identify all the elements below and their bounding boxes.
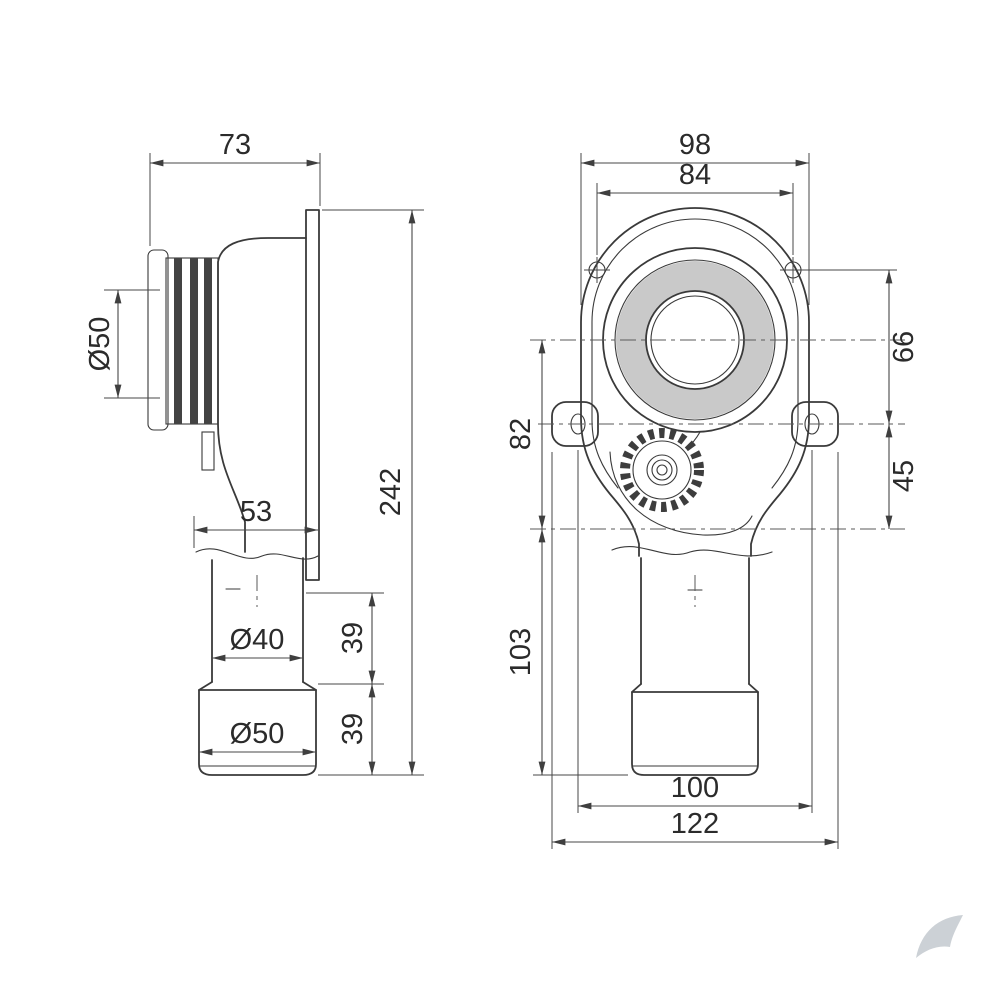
dim-label-inlet-d50: Ø50 (84, 317, 116, 372)
side-latch-detail (201, 431, 215, 471)
dim-side-outlet-39: 39 (306, 592, 384, 685)
side-view-dimensions: 73 Ø50 242 53 Ø40 Ø50 (84, 129, 424, 776)
dim-label-98: 98 (679, 129, 711, 161)
side-inlet-seal-lip (147, 249, 169, 431)
side-flange-plate (305, 209, 320, 581)
side-seal-rib (190, 258, 198, 424)
knob-ring (632, 440, 692, 500)
dim-label-82: 82 (505, 418, 537, 450)
side-socket-flare (198, 681, 213, 691)
side-socket-outline (198, 689, 317, 776)
front-socket-outline (631, 691, 759, 776)
dim-label-d50-bottom: Ø50 (230, 718, 285, 750)
side-socket-flare (302, 681, 317, 691)
side-seal-rib (204, 258, 212, 424)
dim-front-122: 122 (551, 452, 839, 849)
dim-side-inlet-diameter: Ø50 (84, 289, 160, 399)
front-socket-flare (631, 683, 642, 693)
side-view (147, 209, 320, 776)
dim-side-width-73: 73 (149, 129, 321, 246)
dim-label-39-lower: 39 (337, 713, 369, 745)
dim-side-socket-39: 39 (337, 684, 376, 775)
dim-front-100: 100 (577, 450, 813, 813)
front-screw-hole-right (780, 257, 806, 283)
front-socket-flare (748, 683, 759, 693)
front-view (530, 207, 905, 776)
dim-label-39-upper: 39 (337, 622, 369, 654)
dim-label-73: 73 (219, 129, 251, 161)
dim-label-242: 242 (375, 468, 407, 516)
front-screw-hole-left (584, 257, 610, 283)
side-seal-rib (174, 258, 182, 424)
dim-label-84: 84 (679, 159, 711, 191)
dim-side-depth-53: 53 (193, 496, 318, 548)
dim-front-66: 66 (803, 269, 920, 424)
dim-front-45: 45 (885, 424, 920, 529)
dim-label-53: 53 (240, 496, 272, 528)
dim-label-d40: Ø40 (230, 624, 285, 656)
front-view-dimensions: 98 84 66 45 82 103 1 (505, 129, 920, 849)
knob-ring (646, 454, 678, 486)
front-break-line (611, 546, 773, 557)
dim-front-82: 82 (505, 340, 546, 529)
dim-front-screws-84: 84 (596, 159, 794, 255)
dim-label-103: 103 (505, 628, 537, 676)
front-trap-curve (609, 451, 753, 536)
brand-logo-icon (916, 915, 963, 958)
dim-side-outlet-d40: Ø40 (212, 624, 303, 662)
dim-label-66: 66 (888, 331, 920, 363)
knob-center (656, 464, 668, 476)
dim-label-45: 45 (888, 460, 920, 492)
dim-label-100: 100 (671, 772, 719, 804)
knob-ring (651, 459, 673, 481)
front-cleanout-knob (620, 428, 704, 512)
knob-knurled-edge (620, 428, 704, 512)
dim-label-122: 122 (671, 808, 719, 840)
dim-front-103: 103 (505, 529, 628, 776)
dim-front-flange-98: 98 (580, 129, 810, 305)
dim-side-total-height-242: 242 (318, 209, 424, 776)
side-break-line (195, 548, 319, 560)
dim-side-socket-d50: Ø50 (199, 718, 316, 756)
